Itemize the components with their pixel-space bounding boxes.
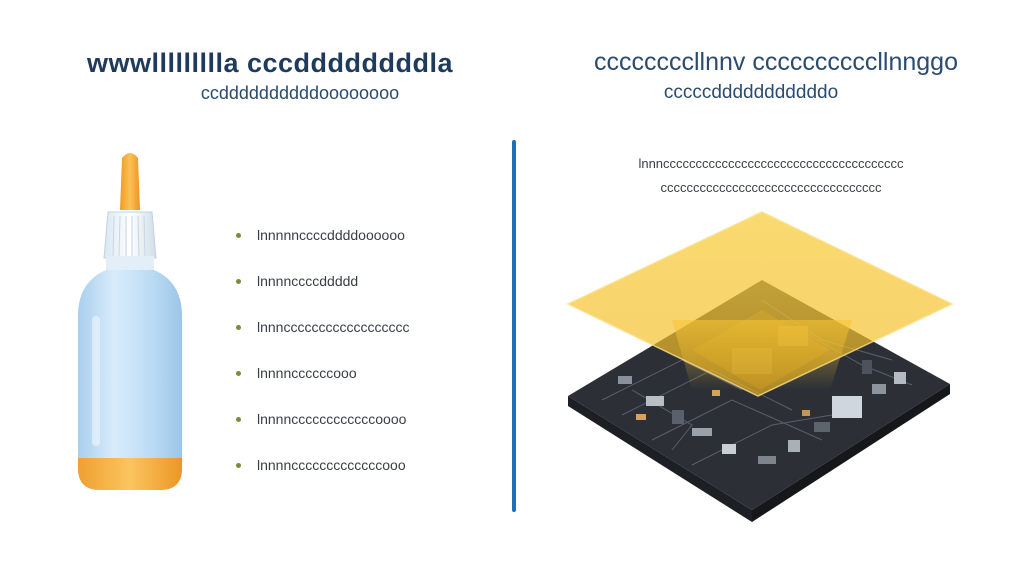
right-panel: ccccccccllnnv ccccccccccllnnggo cccccddd… xyxy=(516,0,1024,576)
circuit-board-illustration xyxy=(562,200,962,530)
left-title: wwwllllllllla cccddddddddla xyxy=(86,48,454,78)
list-item-text: lnnnncccccccccccccooo xyxy=(257,457,406,473)
dropper-bottle-illustration xyxy=(70,148,190,498)
bullet-icon xyxy=(236,324,241,330)
right-description: lnnncccccccccccccccccccccccccccccccccccc… xyxy=(638,156,904,195)
list-item: lnnnnccccddddd xyxy=(236,258,496,304)
list-item: lnnnnccccccccccccoooo xyxy=(236,396,496,442)
list-item-text: lnnnnnccccddddoooooo xyxy=(257,227,405,243)
list-item: lnnnnccccccooo xyxy=(236,350,496,396)
bullet-icon xyxy=(236,370,241,376)
circuit-board-icon xyxy=(566,211,954,522)
bullet-icon xyxy=(236,462,241,468)
bullet-icon xyxy=(236,278,241,284)
dropper-bottle-icon xyxy=(78,153,182,490)
list-item-text: lnnnnccccccccccccoooo xyxy=(257,411,407,427)
right-title: ccccccccllnnv ccccccccccllnnggo xyxy=(594,48,958,76)
list-item-text: lnnnnccccddddd xyxy=(257,273,359,289)
list-item: lnnncccccccccccccccccc xyxy=(236,304,496,350)
vertical-divider xyxy=(512,140,516,512)
right-subtitle: cccccdddddddddddo xyxy=(663,82,839,103)
list-item: lnnnnnccccddddoooooo xyxy=(236,212,496,258)
list-item-text: lnnncccccccccccccccccc xyxy=(257,319,410,335)
feature-list: lnnnnnccccddddoooooo lnnnnccccddddd lnnn… xyxy=(236,212,496,488)
list-item: lnnnncccccccccccccooo xyxy=(236,442,496,488)
bullet-icon xyxy=(236,232,241,238)
list-item-text: lnnnnccccccooo xyxy=(257,365,357,381)
left-panel: wwwllllllllla cccddddddddla ccdddddddddd… xyxy=(70,48,496,498)
left-subtitle: ccddddddddddoooooooo xyxy=(200,83,400,103)
bullet-icon xyxy=(236,416,241,422)
